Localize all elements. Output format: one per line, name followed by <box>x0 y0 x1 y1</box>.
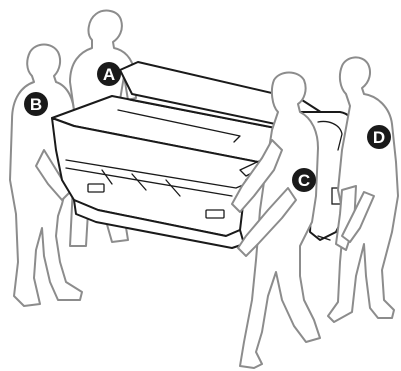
badge-a: A <box>97 62 121 86</box>
badge-d: D <box>367 125 391 149</box>
person-d <box>328 57 398 322</box>
badge-c: C <box>292 168 316 192</box>
badge-d-label: D <box>373 128 385 147</box>
badge-b: B <box>24 92 48 116</box>
badge-b-label: B <box>30 95 42 114</box>
badge-a-label: A <box>103 65 115 84</box>
badge-c-label: C <box>298 171 310 190</box>
